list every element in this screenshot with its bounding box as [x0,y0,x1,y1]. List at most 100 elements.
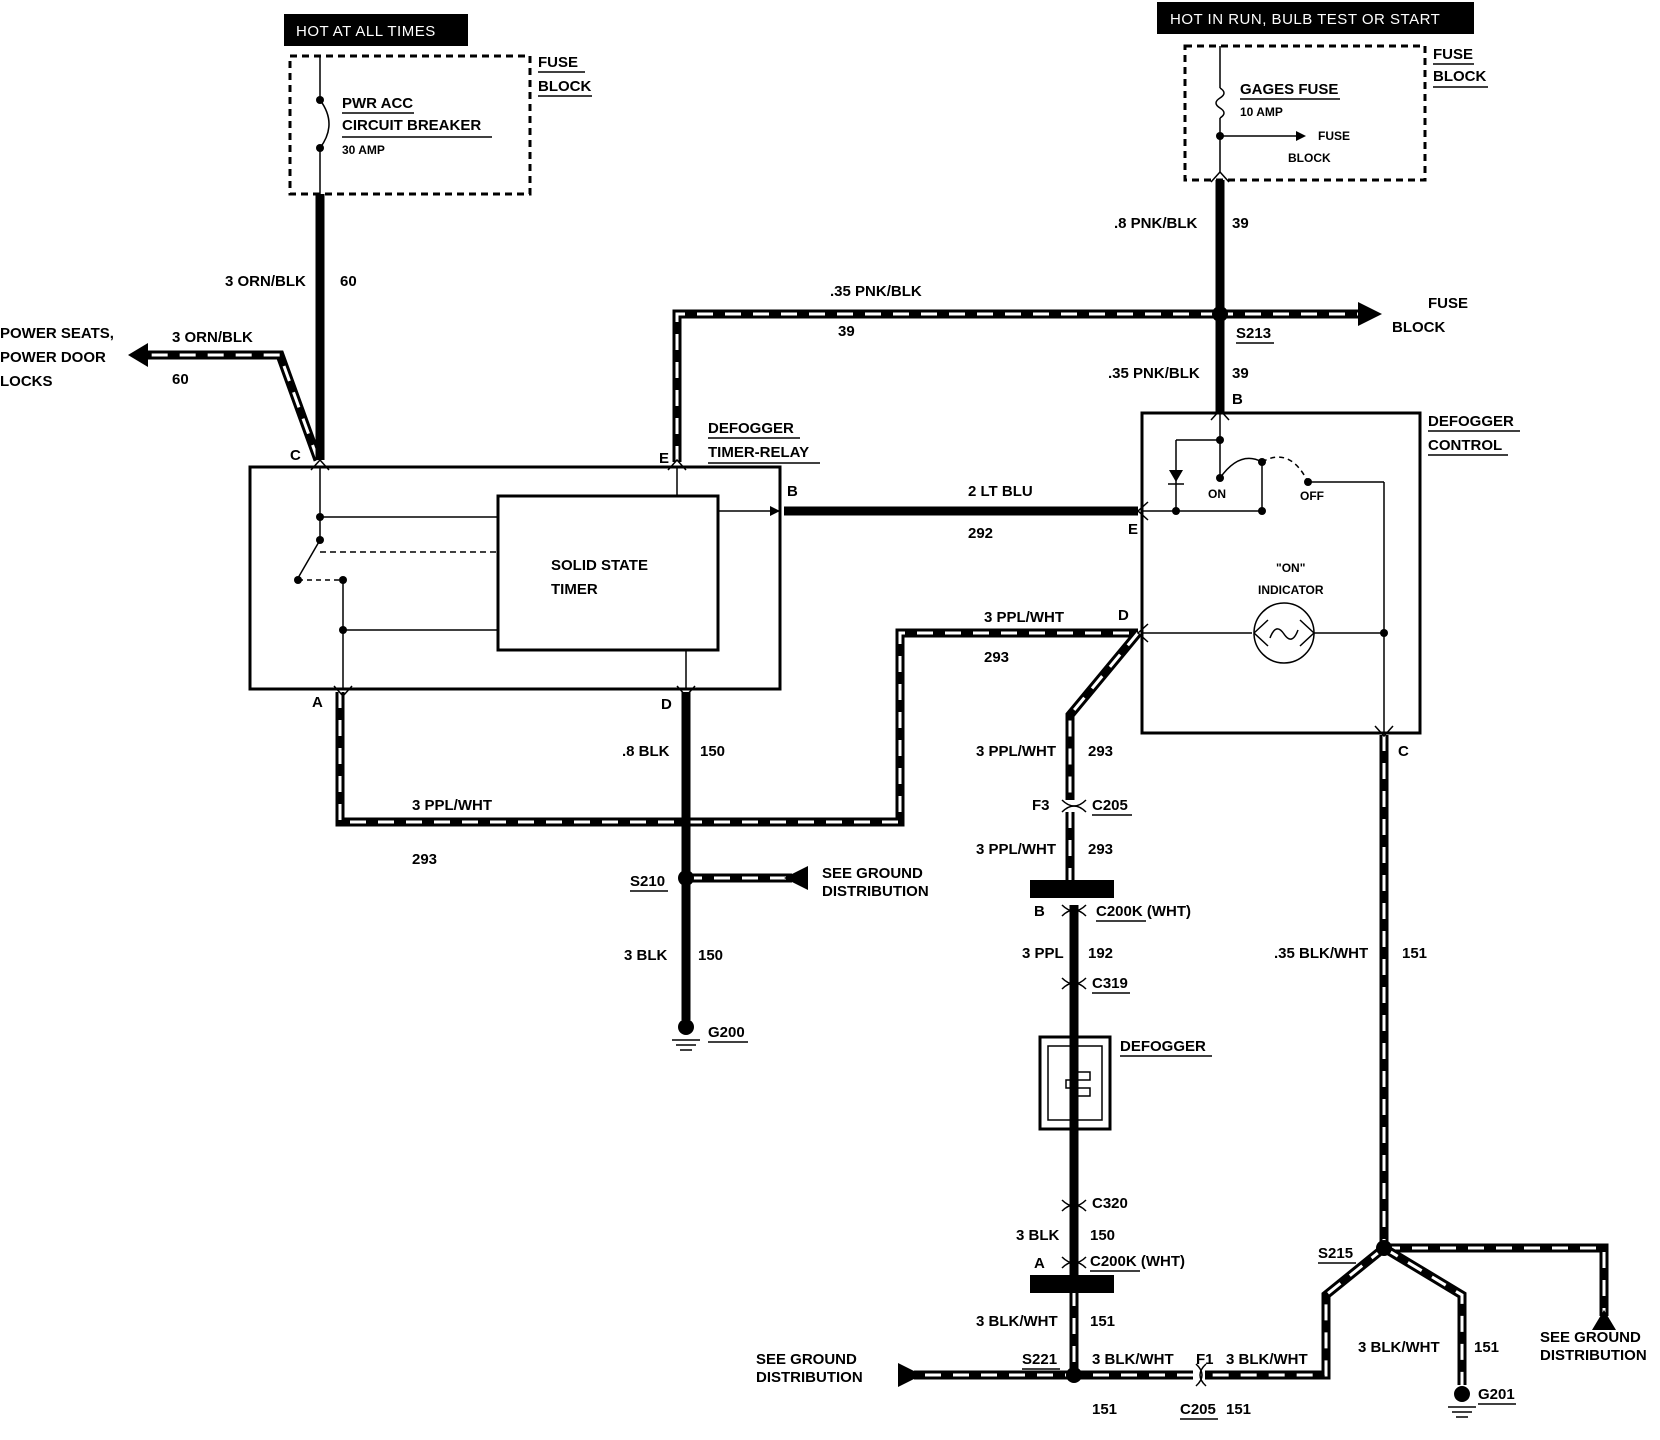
power-seats-3: LOCKS [0,373,53,390]
hot-at-all-times-tag: HOT AT ALL TIMES [284,14,468,46]
indicator-label-1: "ON" [1276,561,1305,575]
w150b-gauge: 3 BLK [624,947,668,964]
control-pin-d: D [1118,607,1129,624]
power-seats-1: POWER SEATS, [0,325,114,342]
wire-labels: 3 ORN/BLK 60 3 ORN/BLK 60 POWER SEATS, P… [0,215,1647,1420]
w150a-circuit: 150 [700,743,725,760]
wire-39-horizontal [672,309,1352,462]
defogger-element: DEFOGGER [1038,1035,1212,1131]
w151e-gauge: 3 BLK/WHT [1358,1339,1440,1356]
w151c-gauge: 3 BLK/WHT [1226,1351,1308,1368]
hot-in-run-tag: HOT IN RUN, BULB TEST OR START [1157,2,1474,34]
w293b-gauge: 3 PPL/WHT [412,797,492,814]
relay-pin-d: D [661,696,672,713]
fuse-block-arrow-icon [1358,302,1382,326]
w39-top-circuit: 39 [1232,215,1249,232]
fuse-block-inner-1: FUSE [1318,129,1350,143]
control-title-1: DEFOGGER [1428,413,1514,430]
defogger-label: DEFOGGER [1120,1038,1206,1055]
wire-293-down [1065,630,1142,880]
w60b-gauge: 3 ORN/BLK [172,329,253,346]
w150b-circuit: 150 [698,947,723,964]
fuse-block-arrow-1: FUSE [1428,295,1468,312]
breaker-rating: 30 AMP [342,143,385,157]
ground-distribution-arrow-bottom-icon [898,1363,922,1387]
w151d-gauge: .35 BLK/WHT [1274,945,1368,962]
w293a-circuit: 293 [984,649,1009,666]
see-ground-b2: DISTRIBUTION [756,1369,863,1386]
defogger-control: DEFOGGER CONTROL ON OFF "ON" INDICATOR [1118,391,1520,760]
w151d-circuit: 151 [1402,945,1427,962]
solid-wires [315,180,1225,1290]
indicator-label-2: INDICATOR [1258,583,1324,597]
control-pin-c: C [1398,743,1409,760]
see-ground-2: DISTRIBUTION [822,883,929,900]
control-on-label: ON [1208,487,1226,501]
control-pin-e: E [1128,521,1138,538]
see-ground-r2: DISTRIBUTION [1540,1347,1647,1364]
splice-s221 [1066,1367,1082,1383]
w151e-circuit: 151 [1474,1339,1499,1356]
c200k-a-pin: A [1034,1255,1045,1272]
f3-label: F3 [1032,797,1050,814]
power-seats-arrow-icon [128,343,148,367]
fuse-block-left-title-1: FUSE [538,54,578,71]
w293a-gauge: 3 PPL/WHT [984,609,1064,626]
w60b-circuit: 60 [172,371,189,388]
ground-distribution-arrow-icon [784,866,808,890]
fuse-block-right-title-1: FUSE [1433,46,1473,63]
ground-g200: G200 [672,1019,748,1051]
fuse-block-inner-2: BLOCK [1288,151,1331,165]
striped-wires [140,309,1609,1385]
g201-label: G201 [1478,1386,1515,1403]
see-ground-r1: SEE GROUND [1540,1329,1641,1346]
relay-title-1: DEFOGGER [708,420,794,437]
w293b-circuit: 293 [412,851,437,868]
s213-label: S213 [1236,325,1271,342]
control-off-label: OFF [1300,489,1324,503]
w293c-gauge: 3 PPL/WHT [976,743,1056,760]
power-seats-2: POWER DOOR [0,349,106,366]
c205-bottom-label: C205 [1180,1401,1216,1418]
defogger-timer-relay: SOLID STATE TIMER C E B A D DEFOGGER TIM… [248,420,820,713]
see-ground-b1: SEE GROUND [756,1351,857,1368]
control-pin-b: B [1232,391,1243,408]
w151c-circuit: 151 [1226,1401,1251,1418]
w39b-gauge: .35 PNK/BLK [1108,365,1200,382]
relay-title-2: TIMER-RELAY [708,444,809,461]
c200k-a-label: C200K (WHT) [1090,1253,1185,1270]
w60-circuit: 60 [340,273,357,290]
c200k-b-label: C200K (WHT) [1096,903,1191,920]
timer-label-2: TIMER [551,581,598,598]
wire-151-bottom [914,1290,1193,1380]
wire-151-s215-branches [1205,1243,1609,1385]
relay-pin-a: A [312,694,323,711]
w60-gauge: 3 ORN/BLK [225,273,306,290]
control-title-2: CONTROL [1428,437,1502,454]
w151b-gauge: 3 BLK/WHT [1092,1351,1174,1368]
hot-in-run-label: HOT IN RUN, BULB TEST OR START [1170,11,1440,28]
splice-s210 [678,870,694,886]
relay-pin-b: B [787,483,798,500]
hot-at-all-times-label: HOT AT ALL TIMES [296,23,436,40]
w293d-circuit: 293 [1088,841,1113,858]
w293d-gauge: 3 PPL/WHT [976,841,1056,858]
w150a-gauge: .8 BLK [622,743,670,760]
w151a-circuit: 151 [1090,1313,1115,1330]
w292-gauge: 2 LT BLU [968,483,1033,500]
w151a-gauge: 3 BLK/WHT [976,1313,1058,1330]
w192-circuit: 192 [1088,945,1113,962]
g200-label: G200 [708,1024,745,1041]
w150c-circuit: 150 [1090,1227,1115,1244]
w39a-circuit: 39 [838,323,855,340]
wire-60-branch [140,350,323,462]
c205-top-label: C205 [1092,797,1128,814]
c319-label: C319 [1092,975,1128,992]
w192-gauge: 3 PPL [1022,945,1064,962]
w39b-circuit: 39 [1232,365,1249,382]
relay-pin-e: E [659,450,669,467]
breaker-label-2: CIRCUIT BREAKER [342,117,481,134]
timer-label-1: SOLID STATE [551,557,648,574]
gages-fuse-label: GAGES FUSE [1240,81,1338,98]
